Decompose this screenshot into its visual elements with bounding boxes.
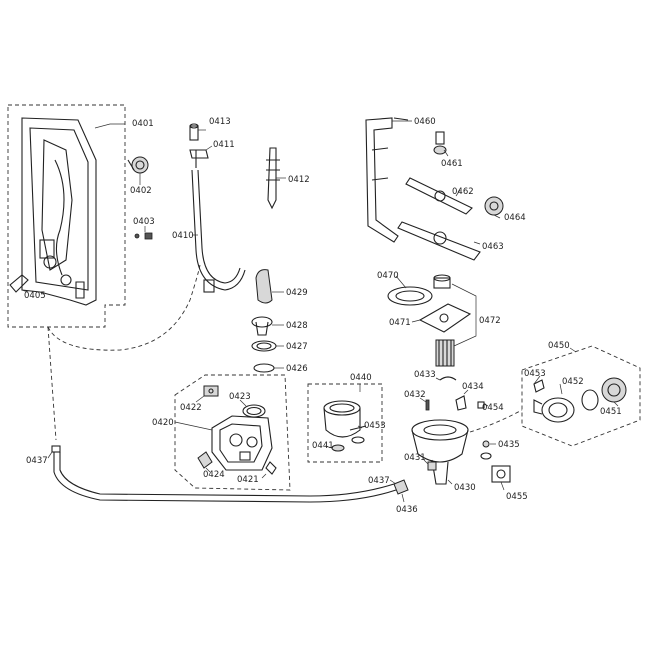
sump-part-0430 [411,419,469,485]
clip-part-0421 [265,461,277,475]
label-0435: 0435 [498,440,520,450]
label-0451: 0451 [600,407,622,417]
label-0427: 0427 [286,342,308,352]
label-0463: 0463 [482,242,504,252]
label-0470: 0470 [377,271,399,281]
label-0460: 0460 [414,117,436,127]
motor-part-0455 [491,465,511,483]
connection-dashed-right [469,409,523,433]
impeller-part-0451 [601,377,627,403]
connection-dashed-down [47,326,57,441]
label-0461: 0461 [441,159,463,169]
label-0453-heater: 0453 [364,421,386,431]
clip-part-0411 [189,149,209,159]
label-0453-pump: 0453 [524,369,546,379]
label-0452: 0452 [562,377,584,387]
clip-part-0454 [477,401,485,409]
spray-arm-upper-part-0462 [405,177,473,215]
wheel-part-0464 [484,196,504,216]
valve-part-0428 [251,316,273,336]
fitting-part-0424 [197,451,213,469]
label-0424: 0424 [203,470,225,480]
heater-pump-part-0440 [323,400,367,438]
group-0450-outline [521,345,641,447]
group-0401-outline [7,104,126,328]
ring-part-0427 [251,340,277,352]
label-0410: 0410 [172,231,194,241]
label-0472: 0472 [479,316,501,326]
label-0434: 0434 [462,382,484,392]
label-0441: 0441 [312,441,334,451]
label-0428: 0428 [286,321,308,331]
connector-part-0422 [203,385,219,397]
group-0440-outline [307,383,383,463]
cap-part-0429 [255,269,273,304]
label-0437-left: 0437 [26,456,48,466]
drain-hose-part-0437 [51,445,397,503]
label-0429: 0429 [286,288,308,298]
label-0464: 0464 [504,213,526,223]
group-0420-outline [174,374,291,491]
frame-panel-part-0401 [21,117,97,306]
label-0455: 0455 [506,492,528,502]
spray-arm-lower-part-0463 [397,221,481,261]
label-0431: 0431 [404,453,426,463]
label-0412: 0412 [288,175,310,185]
label-0402: 0402 [130,186,152,196]
label-0423: 0423 [229,392,251,402]
label-0450: 0450 [548,341,570,351]
hose-part-0410 [191,150,246,293]
seal-part-0453-group [351,436,365,444]
nozzle-part-0413 [189,123,199,141]
label-0422: 0422 [180,403,202,413]
clip-part-0453-pump [533,379,545,393]
label-0401: 0401 [132,119,154,129]
label-0420: 0420 [152,418,174,428]
label-0403: 0403 [133,217,155,227]
pump-housing-part-0420 [211,415,273,471]
gasket-part-0426 [253,363,275,373]
label-0462: 0462 [452,187,474,197]
label-0454: 0454 [482,403,504,413]
pump-body-part-0452 [533,397,575,423]
valve-part-0434 [455,395,467,411]
filter-cylinder-part-0472 [433,274,455,367]
clamp-part-0436 [393,479,409,495]
label-0433: 0433 [414,370,436,380]
screw-part-0403 [134,232,153,240]
gasket-part-0441 [331,444,345,452]
label-0405: 0405 [24,291,46,301]
connection-dashed-left [47,264,201,351]
spring-rod-part-0412 [266,147,280,210]
label-0421: 0421 [237,475,259,485]
label-0411: 0411 [213,140,235,150]
filter-part-0470 [387,286,433,306]
cap-part-0461 [433,131,447,155]
label-0440: 0440 [350,373,372,383]
gasket-part-0423 [242,404,266,418]
label-0436: 0436 [396,505,418,515]
seal-part-0433 [439,376,457,381]
label-0413: 0413 [209,117,231,127]
pin-part-0405 [9,274,29,293]
filter-part-0471 [418,303,472,333]
label-0432: 0432 [404,390,426,400]
fitting-part-0431 [427,461,437,471]
cap-part-0435 [480,440,492,460]
label-0430: 0430 [454,483,476,493]
label-0437-right: 0437 [368,476,390,486]
label-0471: 0471 [389,318,411,328]
seal-ring-part-0450 [581,389,599,411]
label-0426: 0426 [286,364,308,374]
screw-part-0432 [425,399,430,411]
knob-part-0402 [127,156,149,174]
